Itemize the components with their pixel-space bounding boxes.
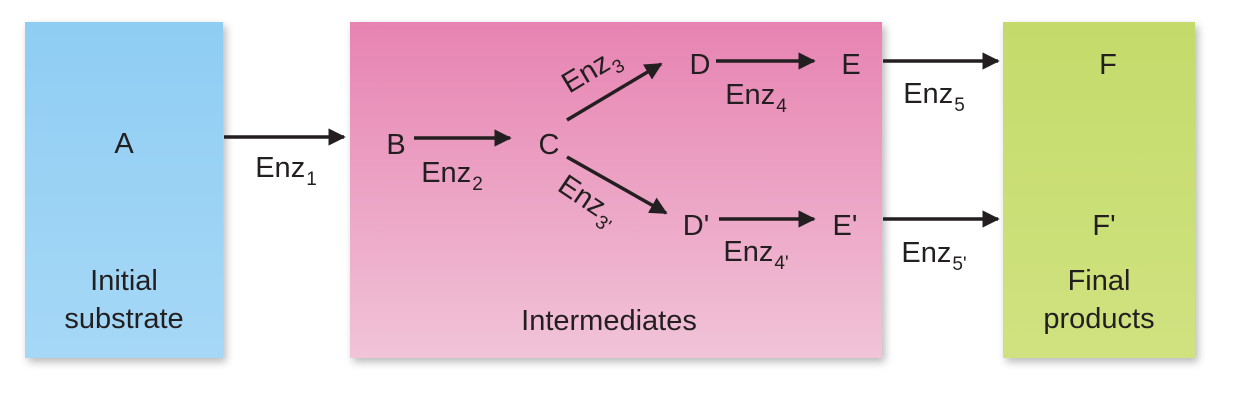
enzyme-label-2: Enz2 — [421, 157, 483, 195]
node-d-prime: D' — [682, 210, 710, 242]
enzyme-label-4-prime: Enz4' — [723, 236, 789, 274]
initial-substrate-box — [25, 22, 223, 358]
arrow-c-to-d — [566, 62, 663, 122]
intermediates-box — [350, 22, 882, 358]
intermediates-caption: Intermediates — [521, 305, 697, 337]
final-products-caption: Final products — [1043, 265, 1155, 335]
node-c: C — [538, 129, 560, 161]
final-products-box — [1003, 22, 1195, 358]
initial-substrate-caption: Initial substrate — [64, 265, 184, 335]
node-f: F — [1099, 49, 1117, 81]
node-d: D — [689, 49, 711, 81]
node-b: B — [386, 129, 406, 161]
enzyme-label-5: Enz5 — [903, 78, 965, 116]
node-e-prime: E' — [832, 210, 858, 242]
node-e: E — [841, 49, 861, 81]
enzyme-label-5-prime: Enz5' — [901, 237, 967, 275]
node-a: A — [114, 128, 134, 160]
enzyme-label-1: Enz1 — [255, 152, 317, 190]
node-f-prime: F' — [1092, 210, 1116, 242]
enzyme-label-4: Enz4 — [725, 79, 787, 117]
arrow-c-to-d-prime — [566, 155, 668, 215]
